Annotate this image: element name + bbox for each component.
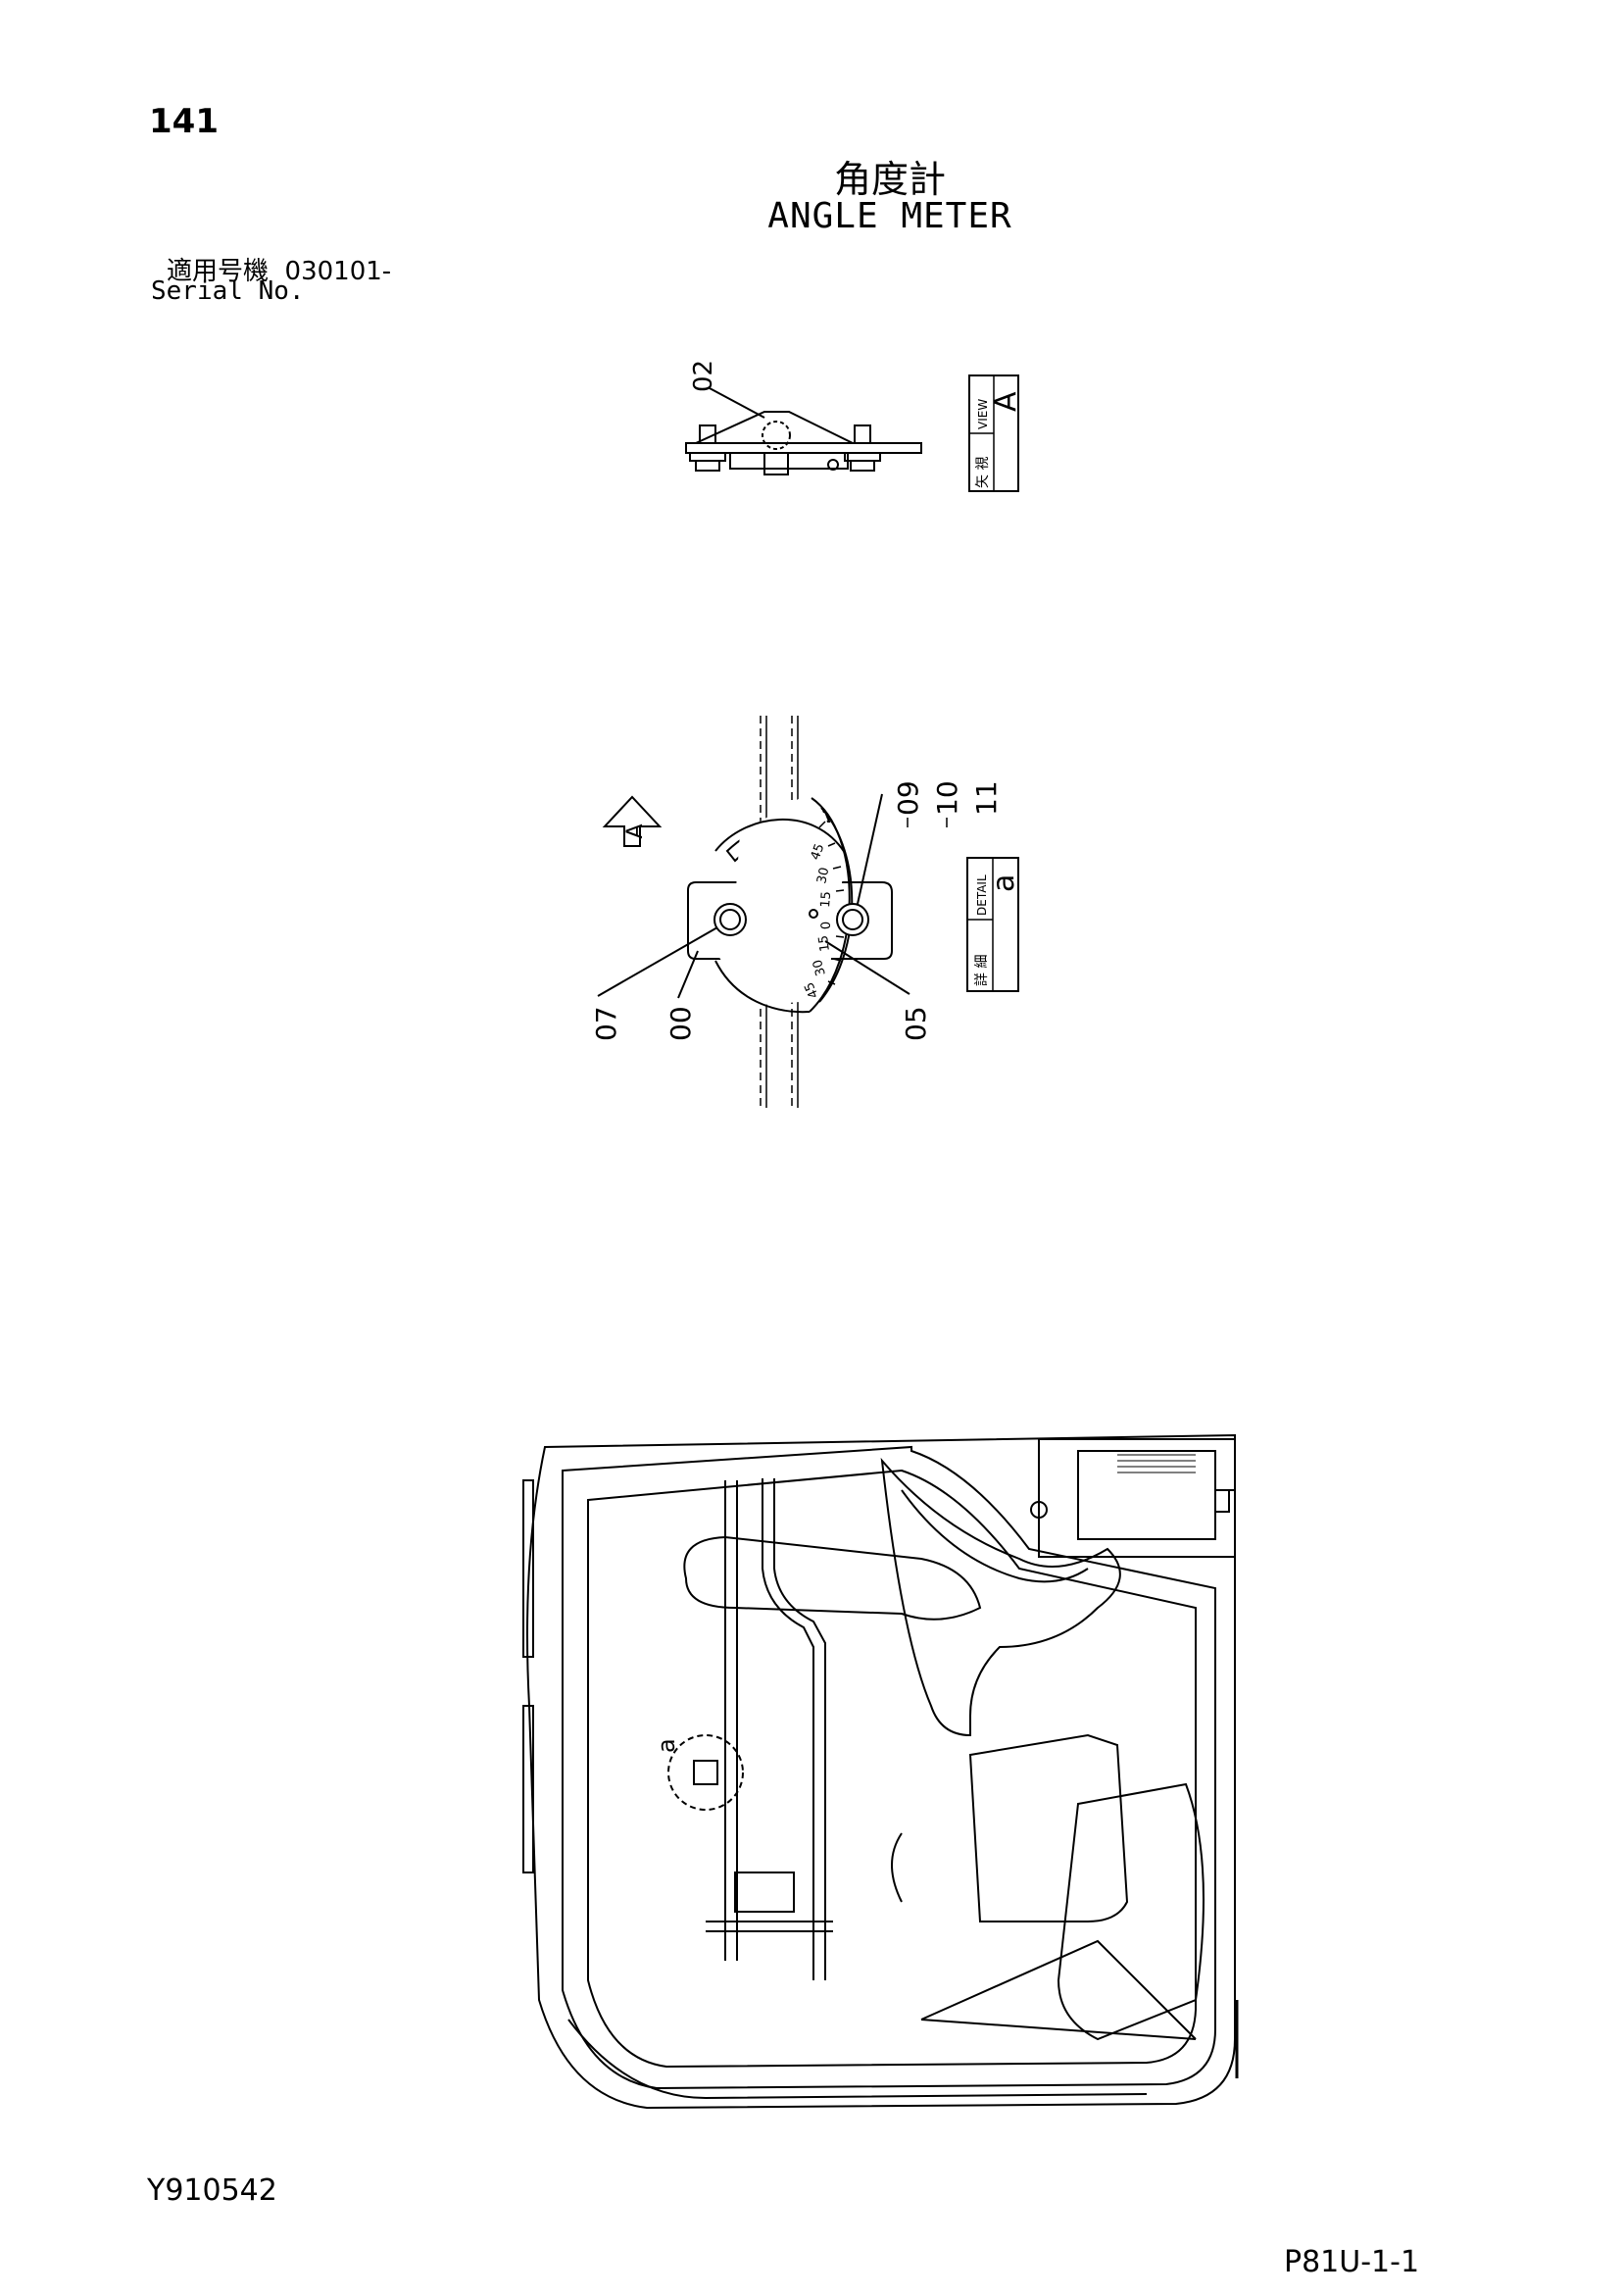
callout-09: 09 [892,780,924,816]
svg-text:30: 30 [811,958,829,977]
pedal-mount [734,1872,795,1913]
cab-inner-frame [562,1445,1216,2090]
bracket-hole [762,421,791,450]
cab-drawing: a [522,1433,1239,2110]
svg-text:15: 15 [816,934,833,952]
cab-left-rail-lower [522,1705,534,1873]
base-plate [685,442,922,454]
handle [891,1832,903,1903]
detail-label-letter: a [987,874,1019,892]
view-label-en: VIEW [976,399,990,429]
meter-top-curve [714,819,846,854]
console-inner-line [901,1489,1089,1583]
meter-bottom-curve [714,960,811,1014]
serial-label-english: Serial No. [151,276,305,306]
detail-label-en: DETAIL [975,874,989,916]
detail-a-marker [667,1734,744,1811]
left-bolt-end [695,460,720,472]
callout-07: 07 [590,1006,622,1041]
meter-scale-labels: 45 30 15 0 15 30 45 [802,842,834,1001]
callout-11: 11 [970,780,1003,816]
equipment-box [1038,1438,1236,1558]
cab-outer-frame [526,1433,1236,2110]
right-bolt [836,903,869,936]
tube-right [762,1478,814,1980]
cab-floor-outline [587,1469,1197,2069]
armrest [683,1535,982,1621]
view-a-arrow [602,795,663,847]
detail-label-jp: 詳 細 [974,955,990,986]
left-bolt [713,903,747,936]
left-bolt-inner [719,909,741,930]
meter-screw [827,459,839,471]
svg-text:0: 0 [819,922,834,930]
callout-05: 05 [900,1006,932,1041]
leader-09 [857,793,883,905]
leader-07 [597,926,718,997]
side-panel [1057,1782,1205,2041]
meter-inner-curve [818,807,854,1003]
svg-text:30: 30 [814,867,832,885]
console-wing [880,1457,1121,1737]
bracket-body [695,411,854,444]
document-id: Y910542 [147,2173,277,2208]
serial-label-japanese: 適用号機 030101- [167,251,391,287]
callout-02: 02 [689,360,718,392]
right-bolt-head [854,424,871,444]
serial-label-jp: 適用号機 [167,257,270,286]
view-label-letter: A [989,391,1019,412]
svg-text:15: 15 [818,891,834,909]
right-bolt-inner [842,909,863,930]
title-english: ANGLE METER [767,196,1012,236]
view-a-drawing: 02 [685,360,922,475]
page-number: 141 [149,102,219,141]
leader-line [709,387,765,419]
right-nut [844,452,881,462]
svg-text:45: 45 [809,842,828,863]
right-bolt-end [850,460,875,472]
detail-a-part [693,1760,718,1785]
left-nut [689,452,726,462]
front-curve [567,2019,1148,2100]
svg-text:45: 45 [802,979,821,1000]
leader-00 [677,950,699,999]
diagonal-brace [920,1939,1197,2040]
view-arrow-letter: A [623,824,648,838]
equipment-knob [1030,1501,1048,1519]
detail-a-label-box: 詳 細 DETAIL a [966,857,1019,992]
serial-value: 030101- [284,257,392,286]
page-code: P81U-1-1 [1284,2245,1420,2279]
leader-05 [824,940,910,995]
side-structure [968,1733,1129,1922]
detail-a-drawing: 45 30 15 0 15 30 45 A 07 00 05 09 10 11 [590,716,1003,1108]
title-japanese: 角度計 [833,158,946,201]
view-a-label-box: 矢 視 VIEW A [968,374,1019,492]
view-label-jp: 矢 視 [975,457,991,488]
equipment-panel [1077,1450,1216,1540]
left-bolt-head [699,424,716,444]
meter-tab [763,452,789,475]
callout-10: 10 [931,780,963,816]
meter-pointer-pivot [809,909,818,919]
cab-left-rail-upper [522,1479,534,1658]
cab-detail-marker-label: a [653,1738,680,1753]
callout-00: 00 [664,1006,697,1041]
